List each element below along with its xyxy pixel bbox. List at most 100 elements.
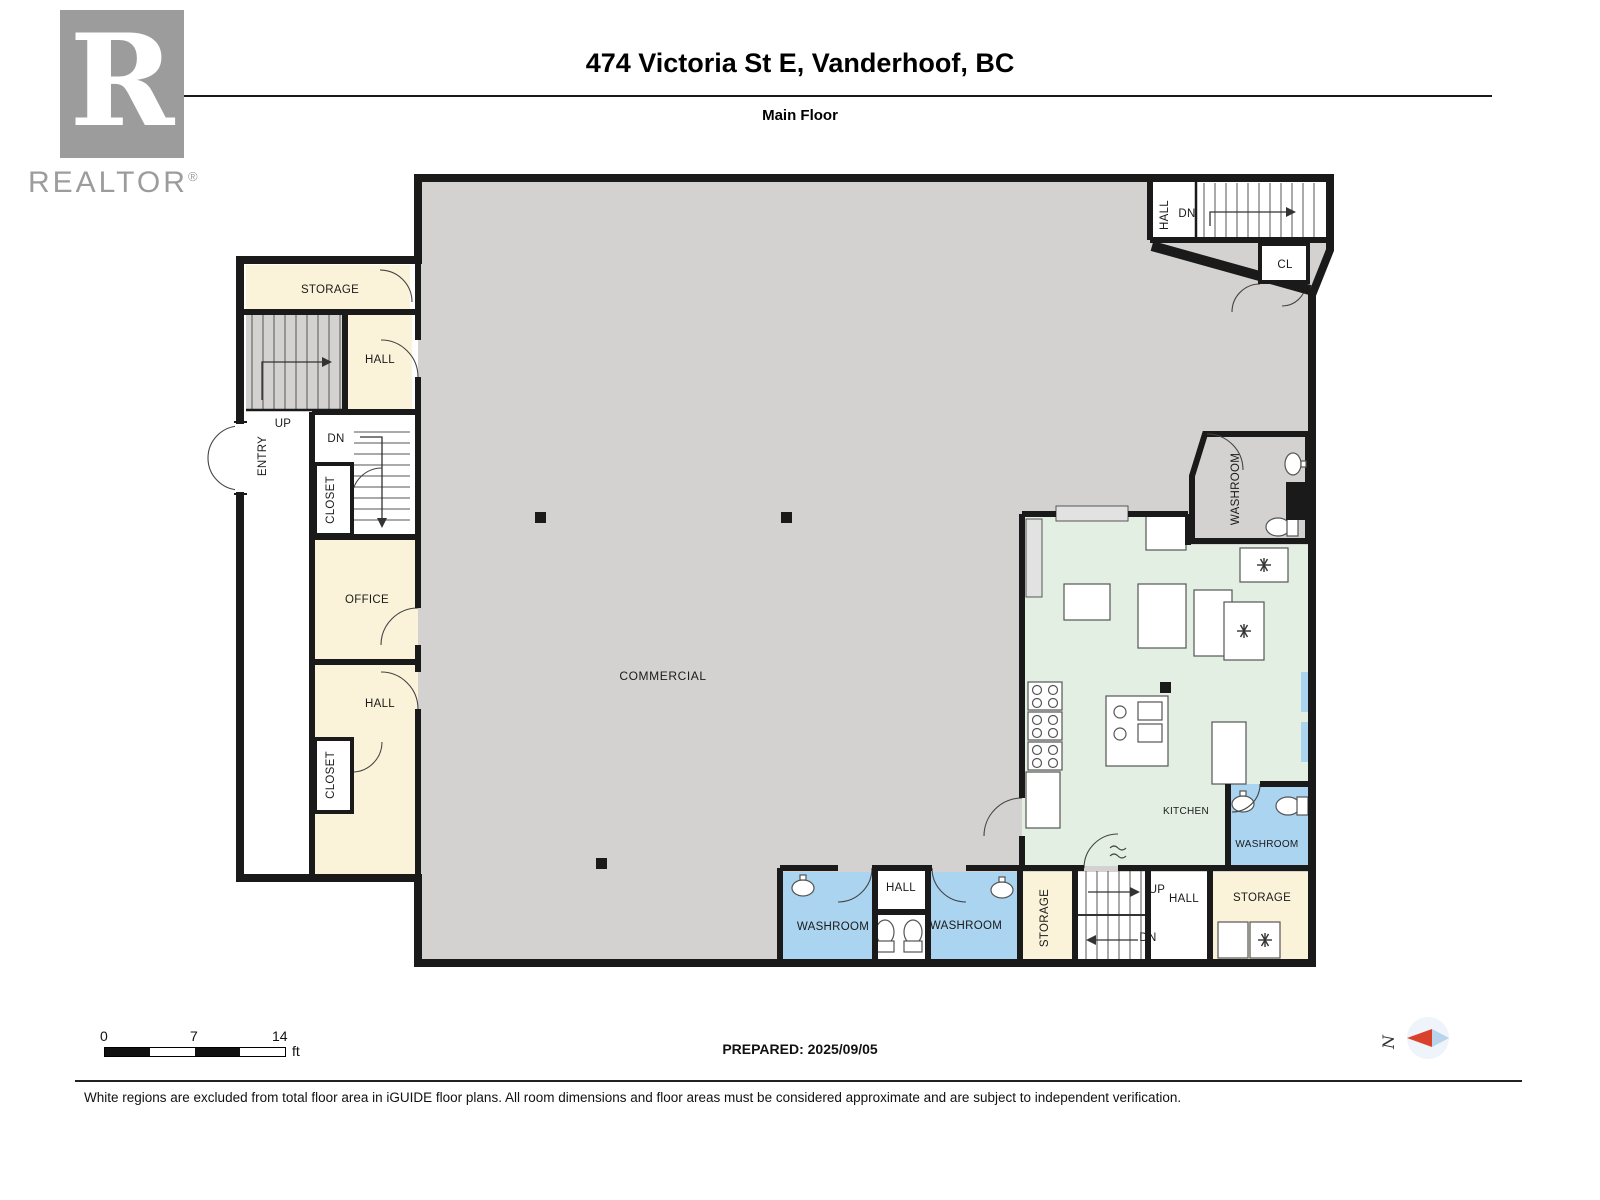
header-divider [75, 95, 1492, 97]
realtor-wordmark: REALTOR® [28, 166, 198, 200]
room-label-hall-lower-left: HALL [365, 698, 395, 710]
compass-icon: N [1379, 1017, 1449, 1059]
door-arc [1231, 783, 1261, 813]
stair-arrow [360, 436, 383, 518]
scale-zero: 0 [100, 1028, 108, 1044]
page-title: 474 Victoria St E, Vanderhoof, BC [585, 48, 1015, 78]
fixtures [791, 452, 1312, 959]
island-sink-icon [1113, 727, 1127, 741]
kitchen-table [1137, 583, 1187, 649]
island-unit [1137, 723, 1163, 743]
realtor-brand-text: REALTOR [28, 166, 188, 199]
door-arc [351, 741, 383, 773]
prepared-date: PREPARED: 2025/09/05 [722, 1041, 878, 1057]
island-sink-icon [1113, 705, 1127, 719]
room-label-kitchen: KITCHEN [1163, 806, 1209, 817]
realtor-logo-letter: R [69, 7, 175, 155]
door-arc [1083, 833, 1119, 869]
room-label-hall-bottom-right: HALL [1169, 893, 1199, 905]
room-label-entry: ENTRY [257, 436, 269, 476]
scale-fourteen: 14 [272, 1028, 288, 1044]
cl-closet-box [1258, 242, 1310, 284]
storage-shelf [1217, 921, 1249, 959]
door-arc [380, 339, 419, 378]
wall-block [1286, 482, 1312, 520]
stair-label-dn-bottom: DN [1139, 932, 1156, 944]
door-arc [931, 867, 967, 903]
stove-burners [1031, 684, 1059, 769]
stair-arrowhead [1130, 887, 1140, 897]
stair-label-dn-left: DN [327, 433, 344, 445]
kitchen-table [1063, 583, 1111, 621]
room-labels: STORAGE HALL UP DN ENTRY CLOSET OFFICE H… [257, 200, 1298, 947]
room-label-washroom-upper-right: WASHROOM [1230, 453, 1242, 525]
scale-bar-segments [104, 1047, 286, 1057]
kitchen-cabinet [1025, 771, 1061, 829]
office-room [315, 540, 418, 659]
interior-walls [240, 178, 1330, 963]
door-arc [837, 867, 873, 903]
window [1301, 722, 1312, 762]
door-jambs [234, 421, 247, 495]
toilet-icon [1265, 517, 1299, 537]
column [781, 512, 792, 523]
hall-bottom-right-room [1151, 872, 1207, 960]
disclaimer-text: White regions are excluded from total fl… [84, 1090, 1182, 1105]
scale-bar: 0 7 14 ft [100, 1028, 424, 1068]
room-label-hall-upper-left: HALL [365, 354, 395, 366]
realtor-logo-icon: R [60, 10, 184, 158]
thin-partitions [246, 181, 1198, 412]
scale-segment [195, 1048, 240, 1056]
footer-divider [75, 1080, 1522, 1082]
registered-mark: ® [187, 169, 198, 184]
toilet-icon [903, 919, 923, 953]
dishwasher-icon [1109, 845, 1127, 859]
scale-segment [240, 1048, 285, 1056]
room-label-washroom-bottom-1: WASHROOM [797, 921, 869, 933]
scale-segment [150, 1048, 195, 1056]
room-label-office: OFFICE [345, 594, 389, 606]
room-label-commercial: COMMERCIAL [619, 669, 706, 683]
room-label-washroom-lower-right: WASHROOM [1235, 839, 1298, 850]
closet-upper-box [313, 462, 354, 537]
stair-hall-top-right [1153, 181, 1327, 240]
compass-needle-blue [1432, 1029, 1449, 1047]
room-label-hall-bottom-center: HALL [886, 882, 916, 894]
stair-label-dn-top-right: DN [1178, 208, 1195, 220]
toilet-icon [875, 919, 895, 953]
room-label-storage-bottom-mid: STORAGE [1039, 889, 1051, 947]
column [596, 858, 607, 869]
kitchen-table [1211, 721, 1247, 785]
stair-arrowhead [377, 518, 387, 528]
window [1301, 672, 1312, 712]
stair-arrow [261, 361, 322, 400]
room-label-closet-lower: CLOSET [325, 751, 337, 799]
stairs [251, 183, 1315, 960]
compass-north-label: N [1379, 1034, 1398, 1050]
room-label-closet-upper: CLOSET [325, 476, 337, 524]
floor-name: Main Floor [762, 107, 838, 124]
scale-unit: ft [292, 1043, 300, 1059]
stair-arrow [1209, 211, 1286, 226]
door-arc [207, 457, 241, 491]
door-arc [380, 607, 419, 646]
door-arc [379, 269, 413, 303]
door-arc [1206, 433, 1244, 471]
hall-upper-left-room [348, 314, 412, 410]
door-arc [207, 425, 241, 459]
room-label-storage-left: STORAGE [301, 284, 359, 296]
room-label-storage-bottom-right: STORAGE [1233, 892, 1291, 904]
pass-through-counter [1055, 505, 1129, 522]
room-label-washroom-bottom-2: WASHROOM [930, 920, 1002, 932]
storage-bottom-mid-room [1023, 872, 1072, 960]
stair-arrowhead [1086, 935, 1096, 945]
door-arc [1231, 283, 1261, 313]
closet-lower-box [313, 737, 354, 814]
compass-needle-red [1407, 1029, 1432, 1047]
island-unit [1137, 701, 1163, 721]
stair-arrowhead [322, 357, 332, 367]
outer-walls [236, 174, 1334, 967]
walls [234, 174, 1334, 967]
column [535, 512, 546, 523]
